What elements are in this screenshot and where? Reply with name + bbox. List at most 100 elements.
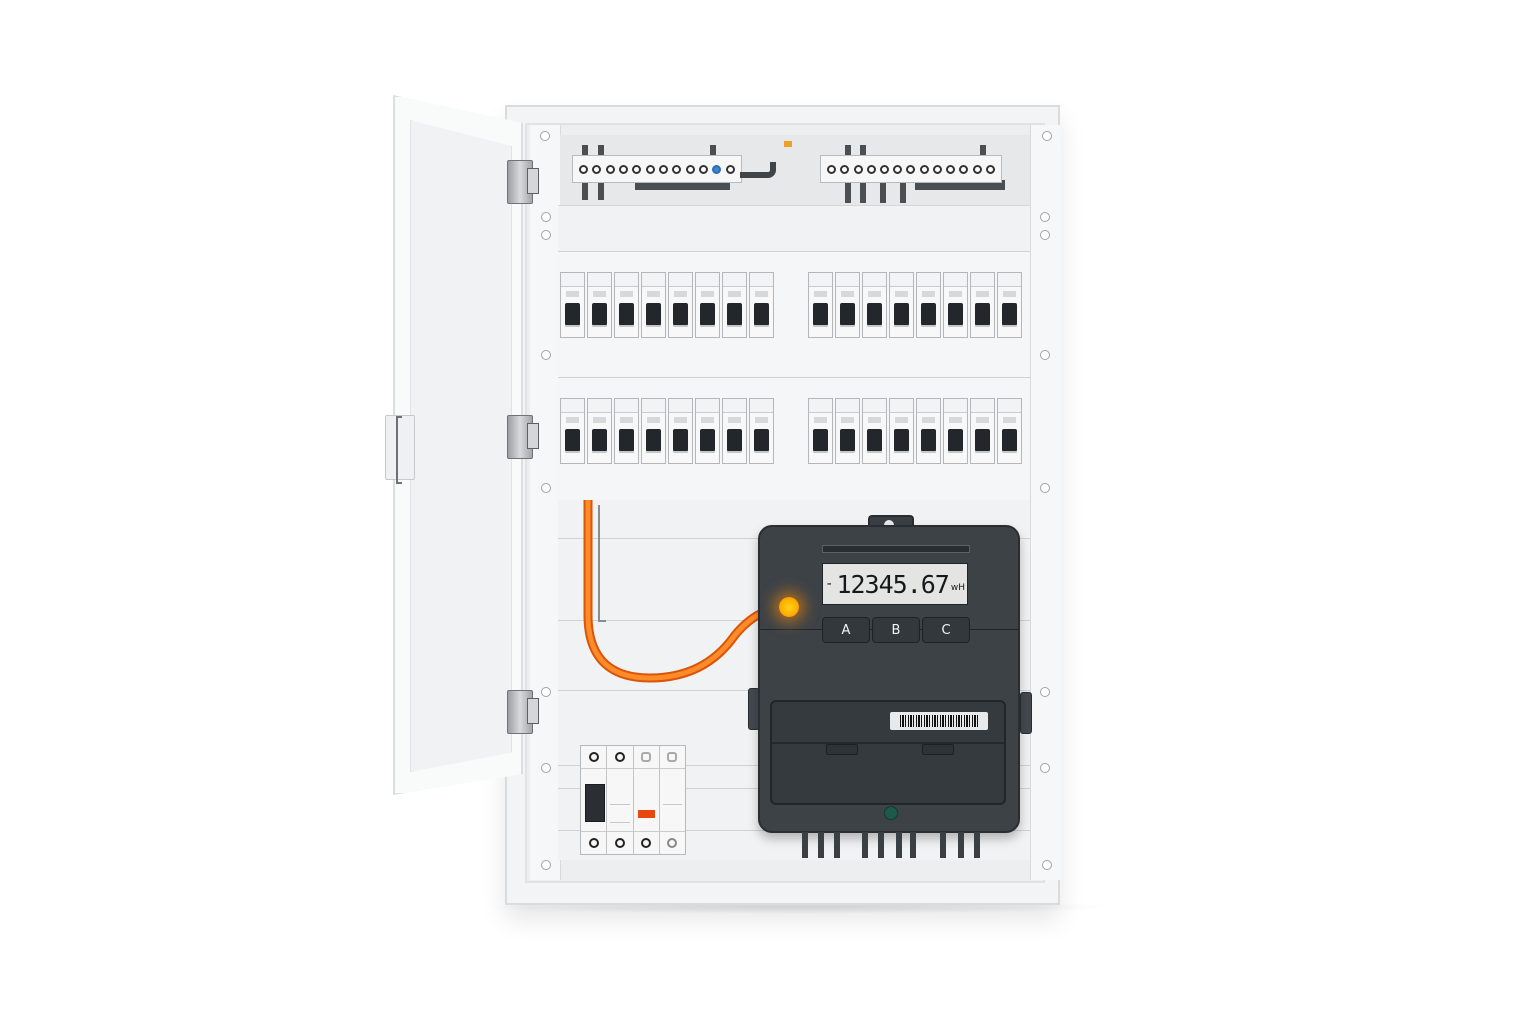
circuit-breaker[interactable] bbox=[808, 398, 833, 464]
breaker-toggle-icon bbox=[813, 303, 828, 325]
circuit-breaker[interactable] bbox=[749, 272, 774, 338]
circuit-breaker[interactable] bbox=[808, 272, 833, 338]
breaker-toggle-icon bbox=[727, 429, 742, 451]
circuit-breaker[interactable] bbox=[916, 272, 941, 338]
screw-icon bbox=[1040, 230, 1050, 240]
breaker-group-right bbox=[808, 398, 1024, 464]
circuit-breaker[interactable] bbox=[695, 272, 720, 338]
breaker-toggle-icon bbox=[754, 429, 769, 451]
breaker-toggle-icon bbox=[673, 429, 688, 451]
circuit-breaker[interactable] bbox=[668, 272, 693, 338]
meter-cable bbox=[878, 832, 884, 858]
orange-cable bbox=[583, 500, 795, 683]
circuit-breaker[interactable] bbox=[889, 398, 914, 464]
breaker-toggle-icon bbox=[700, 303, 715, 325]
hinge-leaf bbox=[527, 423, 539, 449]
breaker-toggle-icon bbox=[619, 429, 634, 451]
breaker-toggle-icon bbox=[700, 429, 715, 451]
circuit-breaker[interactable] bbox=[560, 398, 585, 464]
meter-cover-divider bbox=[772, 742, 1004, 744]
circuit-breaker[interactable] bbox=[943, 272, 968, 338]
circuit-breaker[interactable] bbox=[641, 398, 666, 464]
breaker-toggle-icon bbox=[921, 303, 936, 325]
handle-grip-icon bbox=[396, 416, 402, 484]
circuit-breaker[interactable] bbox=[614, 272, 639, 338]
circuit-breaker[interactable] bbox=[970, 272, 995, 338]
rcd-lever[interactable] bbox=[585, 784, 605, 822]
circuit-breaker[interactable] bbox=[835, 272, 860, 338]
meter-cable bbox=[834, 832, 840, 858]
circuit-breaker[interactable] bbox=[916, 398, 941, 464]
meter-cable bbox=[802, 832, 808, 858]
breaker-toggle-icon bbox=[813, 429, 828, 451]
meter-button-a[interactable]: A bbox=[822, 617, 870, 643]
meter-cable bbox=[974, 832, 980, 858]
rcd-pole bbox=[607, 746, 634, 854]
circuit-breaker[interactable] bbox=[997, 272, 1022, 338]
lcd-sign: - bbox=[825, 576, 834, 592]
circuit-breaker[interactable] bbox=[943, 398, 968, 464]
circuit-breaker[interactable] bbox=[695, 398, 720, 464]
breaker-toggle-icon bbox=[646, 429, 661, 451]
screw-icon bbox=[541, 350, 551, 360]
rcd-pole bbox=[581, 746, 608, 854]
circuit-breaker[interactable] bbox=[862, 272, 887, 338]
meter-cable bbox=[818, 832, 824, 858]
circuit-breaker[interactable] bbox=[560, 272, 585, 338]
terminal-block-area bbox=[560, 135, 1030, 206]
circuit-breaker[interactable] bbox=[722, 398, 747, 464]
terminal-block-right bbox=[820, 155, 1002, 183]
circuit-breaker[interactable] bbox=[668, 398, 693, 464]
right-mounting-rail bbox=[1030, 125, 1061, 880]
screw-icon bbox=[1040, 687, 1050, 697]
circuit-breaker[interactable] bbox=[614, 398, 639, 464]
breaker-toggle-icon bbox=[867, 303, 882, 325]
meter-button-c[interactable]: C bbox=[922, 617, 970, 643]
breaker-group-left bbox=[560, 272, 776, 338]
circuit-breaker[interactable] bbox=[835, 398, 860, 464]
screw-icon bbox=[1040, 483, 1050, 493]
screw-icon bbox=[1040, 212, 1050, 222]
meter-side-clip bbox=[1020, 692, 1032, 734]
breaker-toggle-icon bbox=[840, 429, 855, 451]
circuit-breaker[interactable] bbox=[722, 272, 747, 338]
circuit-breaker[interactable] bbox=[970, 398, 995, 464]
meter-cable bbox=[940, 832, 946, 858]
terminal-screw-icon bbox=[588, 838, 599, 848]
cover-plate bbox=[558, 205, 1030, 252]
circuit-breaker[interactable] bbox=[587, 272, 612, 338]
meter-cable bbox=[862, 832, 868, 858]
hinge-leaf bbox=[527, 698, 539, 724]
circuit-breaker[interactable] bbox=[749, 398, 774, 464]
breaker-toggle-icon bbox=[1002, 303, 1017, 325]
screw-icon bbox=[541, 483, 551, 493]
door-handle[interactable] bbox=[385, 415, 415, 480]
cover-latch[interactable] bbox=[826, 744, 858, 755]
meter-cable bbox=[958, 832, 964, 858]
breaker-toggle-icon bbox=[565, 303, 580, 325]
terminal-screw-icon bbox=[667, 838, 678, 848]
status-indicator-icon bbox=[884, 806, 898, 820]
barcode-icon bbox=[900, 715, 978, 727]
breaker-toggle-icon bbox=[592, 429, 607, 451]
circuit-breaker[interactable] bbox=[997, 398, 1022, 464]
circuit-breaker[interactable] bbox=[889, 272, 914, 338]
circuit-breaker[interactable] bbox=[862, 398, 887, 464]
meter-button-group: A B C bbox=[822, 617, 970, 643]
breaker-row-1 bbox=[558, 251, 1030, 378]
meter-button-b[interactable]: B bbox=[872, 617, 920, 643]
screw-icon bbox=[541, 860, 551, 870]
breaker-toggle-icon bbox=[673, 303, 688, 325]
breaker-toggle-icon bbox=[1002, 429, 1017, 451]
rcd-module bbox=[580, 745, 686, 855]
circuit-breaker[interactable] bbox=[587, 398, 612, 464]
lcd-value: 12345.67 bbox=[836, 569, 949, 599]
rcd-pole bbox=[633, 746, 660, 854]
barcode-label bbox=[890, 712, 988, 730]
breaker-toggle-icon bbox=[948, 303, 963, 325]
hinge-leaf bbox=[527, 168, 539, 194]
glowing-led-icon bbox=[779, 597, 799, 617]
circuit-breaker[interactable] bbox=[641, 272, 666, 338]
cover-latch[interactable] bbox=[922, 744, 954, 755]
breaker-toggle-icon bbox=[975, 303, 990, 325]
